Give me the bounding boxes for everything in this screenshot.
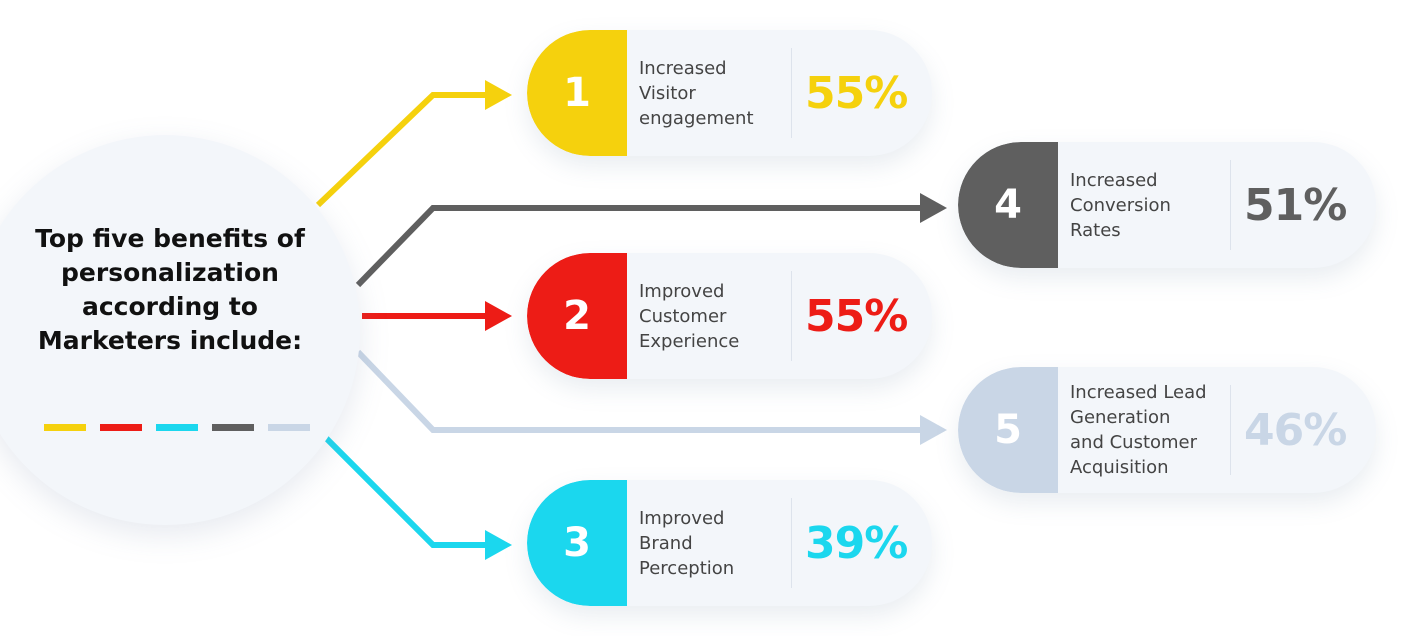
- legend-swatch-light: [268, 424, 310, 431]
- card-divider: [1230, 160, 1231, 250]
- center-title: Top five benefits of personalization acc…: [35, 224, 305, 355]
- benefit-value: 55%: [805, 290, 908, 342]
- benefit-card-1: 1 Increased Visitor engagement 55%: [527, 30, 932, 156]
- card-divider: [791, 271, 792, 361]
- legend-swatch-cyan: [156, 424, 198, 431]
- benefit-label: Increased Lead Generation and Customer A…: [1070, 382, 1207, 478]
- benefit-value: 51%: [1244, 179, 1347, 231]
- benefit-card-4: 4 Increased Conversion Rates 51%: [958, 142, 1376, 268]
- arrowhead-2: [485, 301, 512, 331]
- legend-swatch-yellow: [44, 424, 86, 431]
- connector-arrow-3: [322, 434, 485, 548]
- arrowhead-1: [485, 80, 512, 110]
- benefit-rank-badge: 1: [527, 30, 627, 156]
- benefit-rank-badge: 2: [527, 253, 627, 379]
- benefit-card-2: 2 Improved Customer Experience 55%: [527, 253, 932, 379]
- arrowhead-4: [920, 193, 947, 223]
- benefit-rank-badge: 4: [958, 142, 1058, 268]
- benefit-label: Improved Customer Experience: [639, 280, 740, 352]
- card-divider: [791, 498, 792, 588]
- color-legend: [44, 424, 310, 431]
- benefit-label: Increased Conversion Rates: [1070, 169, 1171, 241]
- legend-swatch-red: [100, 424, 142, 431]
- benefit-rank-badge: 3: [527, 480, 627, 606]
- connector-arrow-5: [355, 349, 920, 433]
- benefit-value: 39%: [805, 517, 908, 569]
- arrowhead-5: [920, 415, 947, 445]
- card-divider: [1230, 385, 1231, 475]
- arrowhead-3: [485, 530, 512, 560]
- center-circle: [0, 135, 360, 525]
- legend-swatch-gray: [212, 424, 254, 431]
- benefit-value: 55%: [805, 67, 908, 119]
- benefit-card-5: 5 Increased Lead Generation and Customer…: [958, 367, 1376, 493]
- connector-arrow-1: [315, 92, 485, 208]
- benefit-label: Increased Visitor engagement: [639, 57, 754, 129]
- benefit-card-3: 3 Improved Brand Perception 39%: [527, 480, 932, 606]
- connector-arrow-4: [355, 205, 920, 288]
- benefit-rank-badge: 5: [958, 367, 1058, 493]
- benefit-value: 46%: [1244, 404, 1347, 456]
- benefit-label: Improved Brand Perception: [639, 507, 735, 579]
- card-divider: [791, 48, 792, 138]
